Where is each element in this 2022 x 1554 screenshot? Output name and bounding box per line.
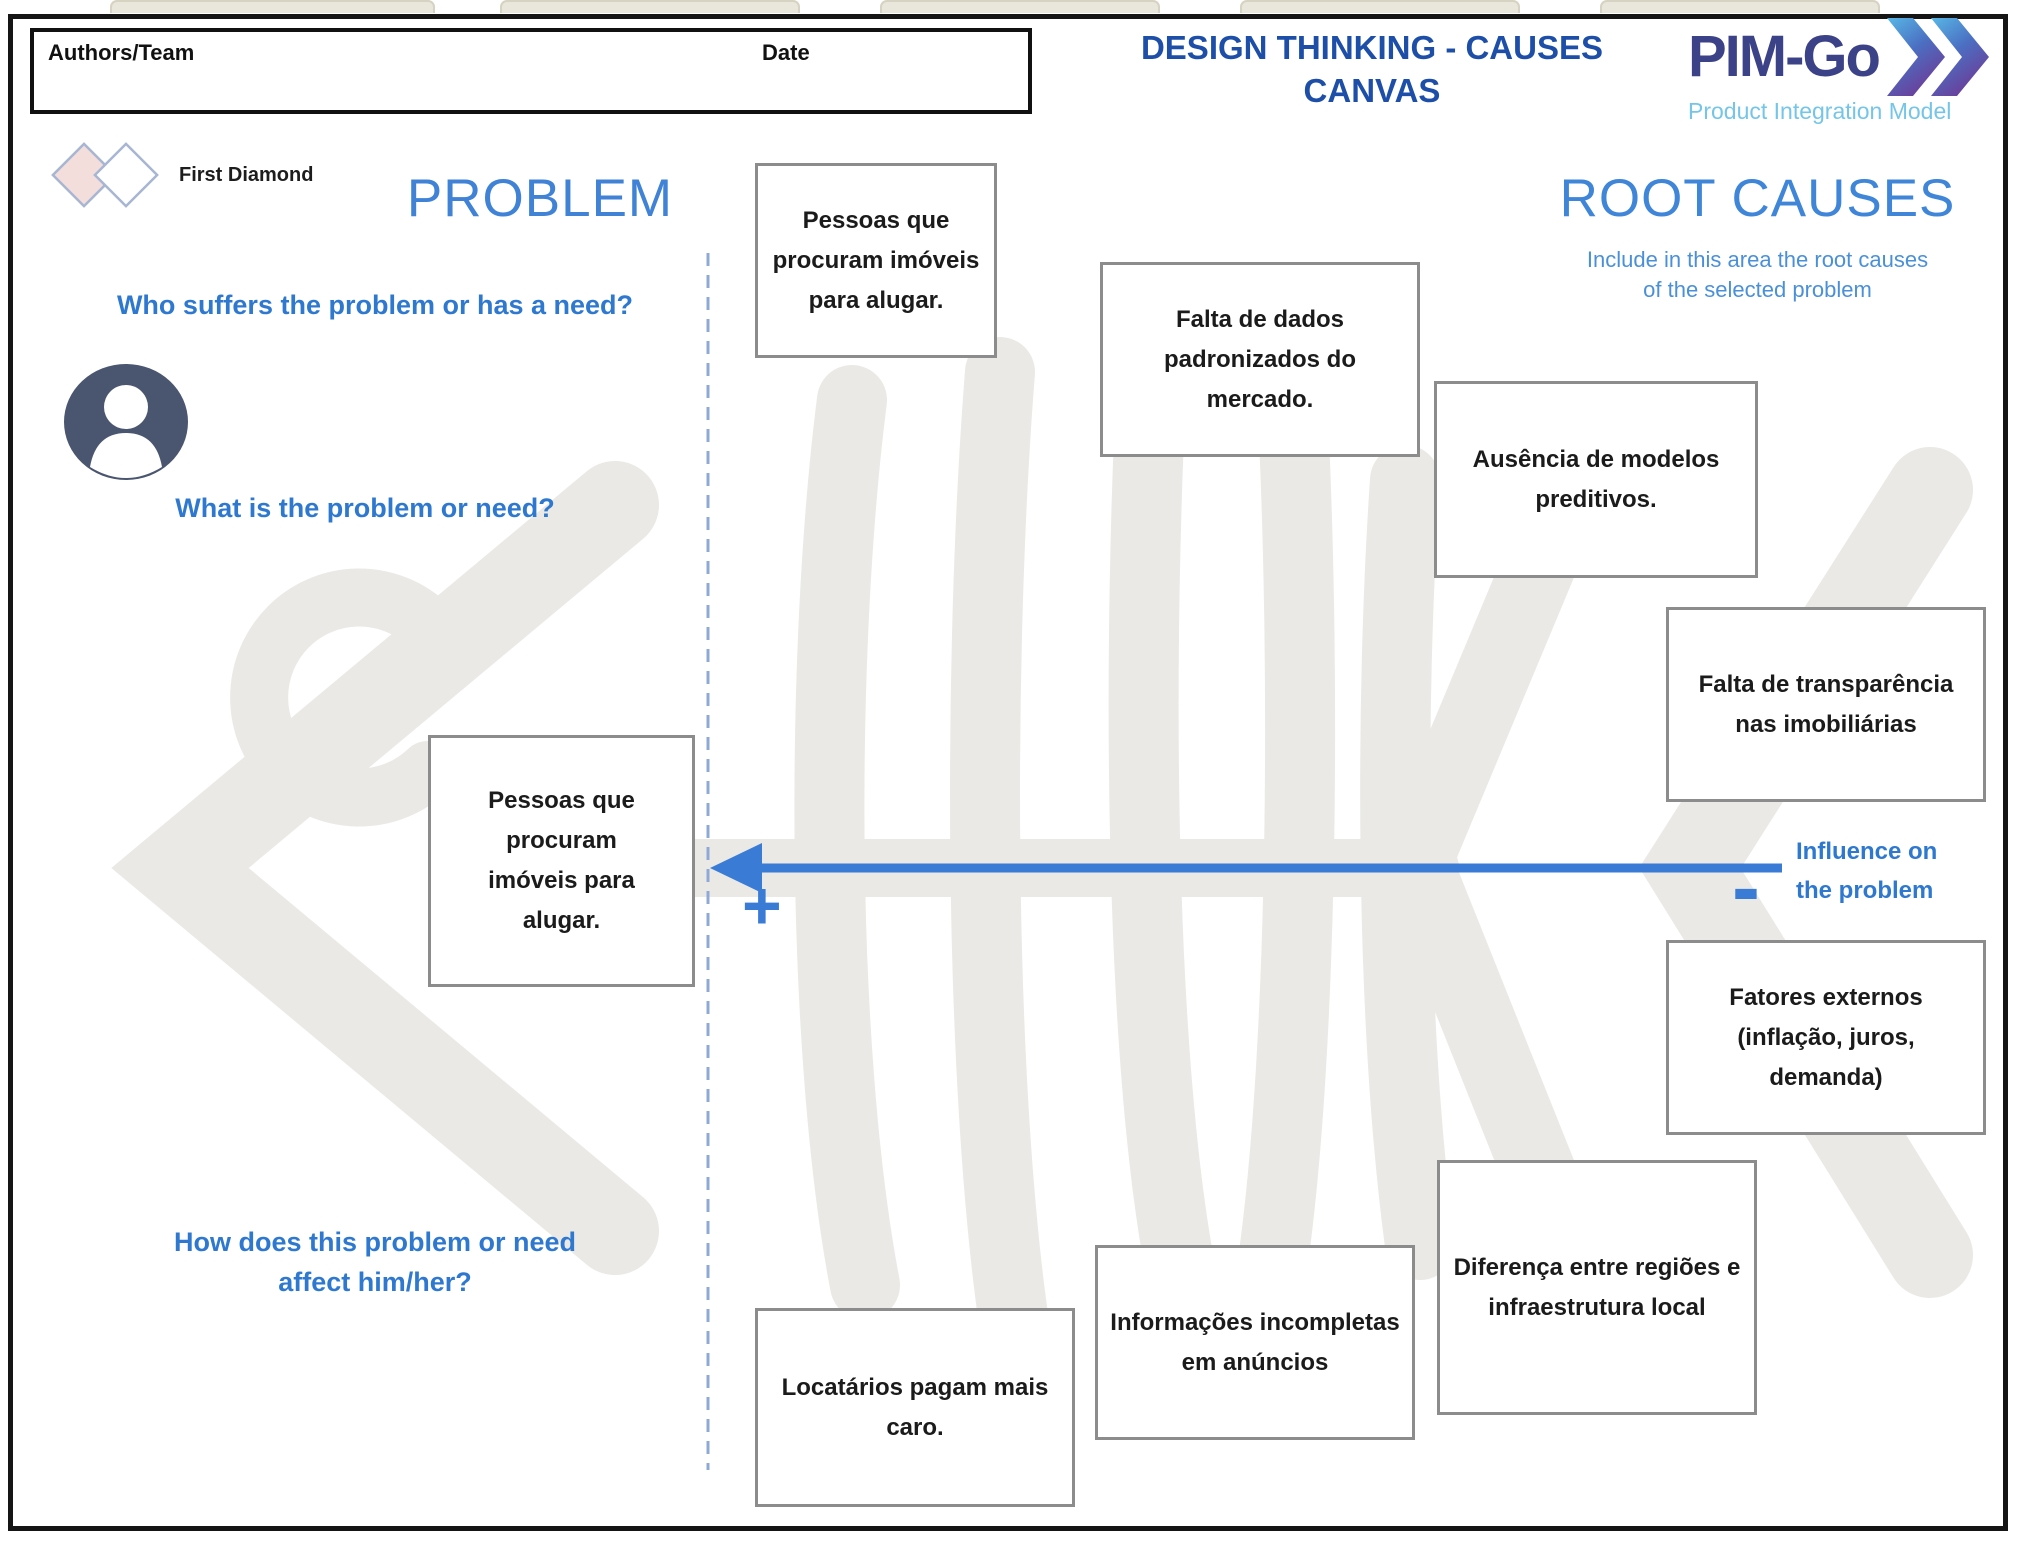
authors-label: Authors/Team	[48, 40, 195, 65]
twin-diamonds-icon	[51, 142, 159, 208]
cause-card-3[interactable]: Ausência de modelos preditivos.	[1434, 381, 1758, 578]
minus-sign: -	[1732, 840, 1760, 934]
cause-card-8[interactable]: Locatários pagam mais caro.	[755, 1308, 1075, 1507]
page-title-line2: CANVAS	[1303, 72, 1441, 109]
person-icon	[64, 364, 188, 480]
date-label: Date	[762, 40, 810, 65]
first-diamond-legend: First Diamond	[50, 140, 313, 210]
influence-label: Influence on the problem	[1796, 838, 1938, 904]
cause-card-5[interactable]: Fatores externos (inflação, juros, deman…	[1666, 940, 1986, 1135]
logo-subtitle: Product Integration Model	[1688, 98, 1952, 124]
root-causes-subtitle: Include in this area the root causes of …	[1586, 247, 1929, 302]
question-who: Who suffers the problem or has a need?	[116, 290, 634, 320]
logo-text: PIM-Go	[1688, 24, 1881, 89]
canvas-frame	[8, 14, 2008, 1531]
board-tab	[110, 0, 435, 13]
question-what: What is the problem or need?	[175, 493, 555, 523]
pim-go-logo: PIM-Go Product Integration Model	[1688, 18, 2008, 125]
page-title-line1: DESIGN THINKING - CAUSES	[1140, 29, 1604, 66]
root-causes-heading: ROOT CAUSES	[1559, 169, 1956, 228]
problem-card[interactable]: Pessoas que procuram imóveis para alugar…	[428, 735, 695, 987]
cause-card-6[interactable]: Diferença entre regiões e infraestrutura…	[1437, 1160, 1757, 1415]
board-tab	[1600, 0, 1880, 13]
authors-date-box[interactable]: Authors/Team Date	[30, 28, 1032, 114]
double-chevron-icon	[1886, 18, 1989, 96]
page-title: DESIGN THINKING - CAUSES CANVAS	[1072, 26, 1672, 112]
plus-sign: +	[742, 868, 782, 944]
first-diamond-label: First Diamond	[179, 163, 314, 186]
board-tab	[880, 0, 1160, 13]
cause-card-2[interactable]: Falta de dados padronizados do mercado.	[1100, 262, 1420, 457]
question-how: How does this problem or need affect him…	[173, 1227, 577, 1297]
board-tab	[500, 0, 800, 13]
cause-card-7[interactable]: Informações incompletas em anúncios	[1095, 1245, 1415, 1440]
problem-heading: PROBLEM	[406, 169, 674, 228]
cause-card-4[interactable]: Falta de transparência nas imobiliárias	[1666, 607, 1986, 802]
board-tab	[1240, 0, 1520, 13]
cause-card-1[interactable]: Pessoas que procuram imóveis para alugar…	[755, 163, 997, 358]
